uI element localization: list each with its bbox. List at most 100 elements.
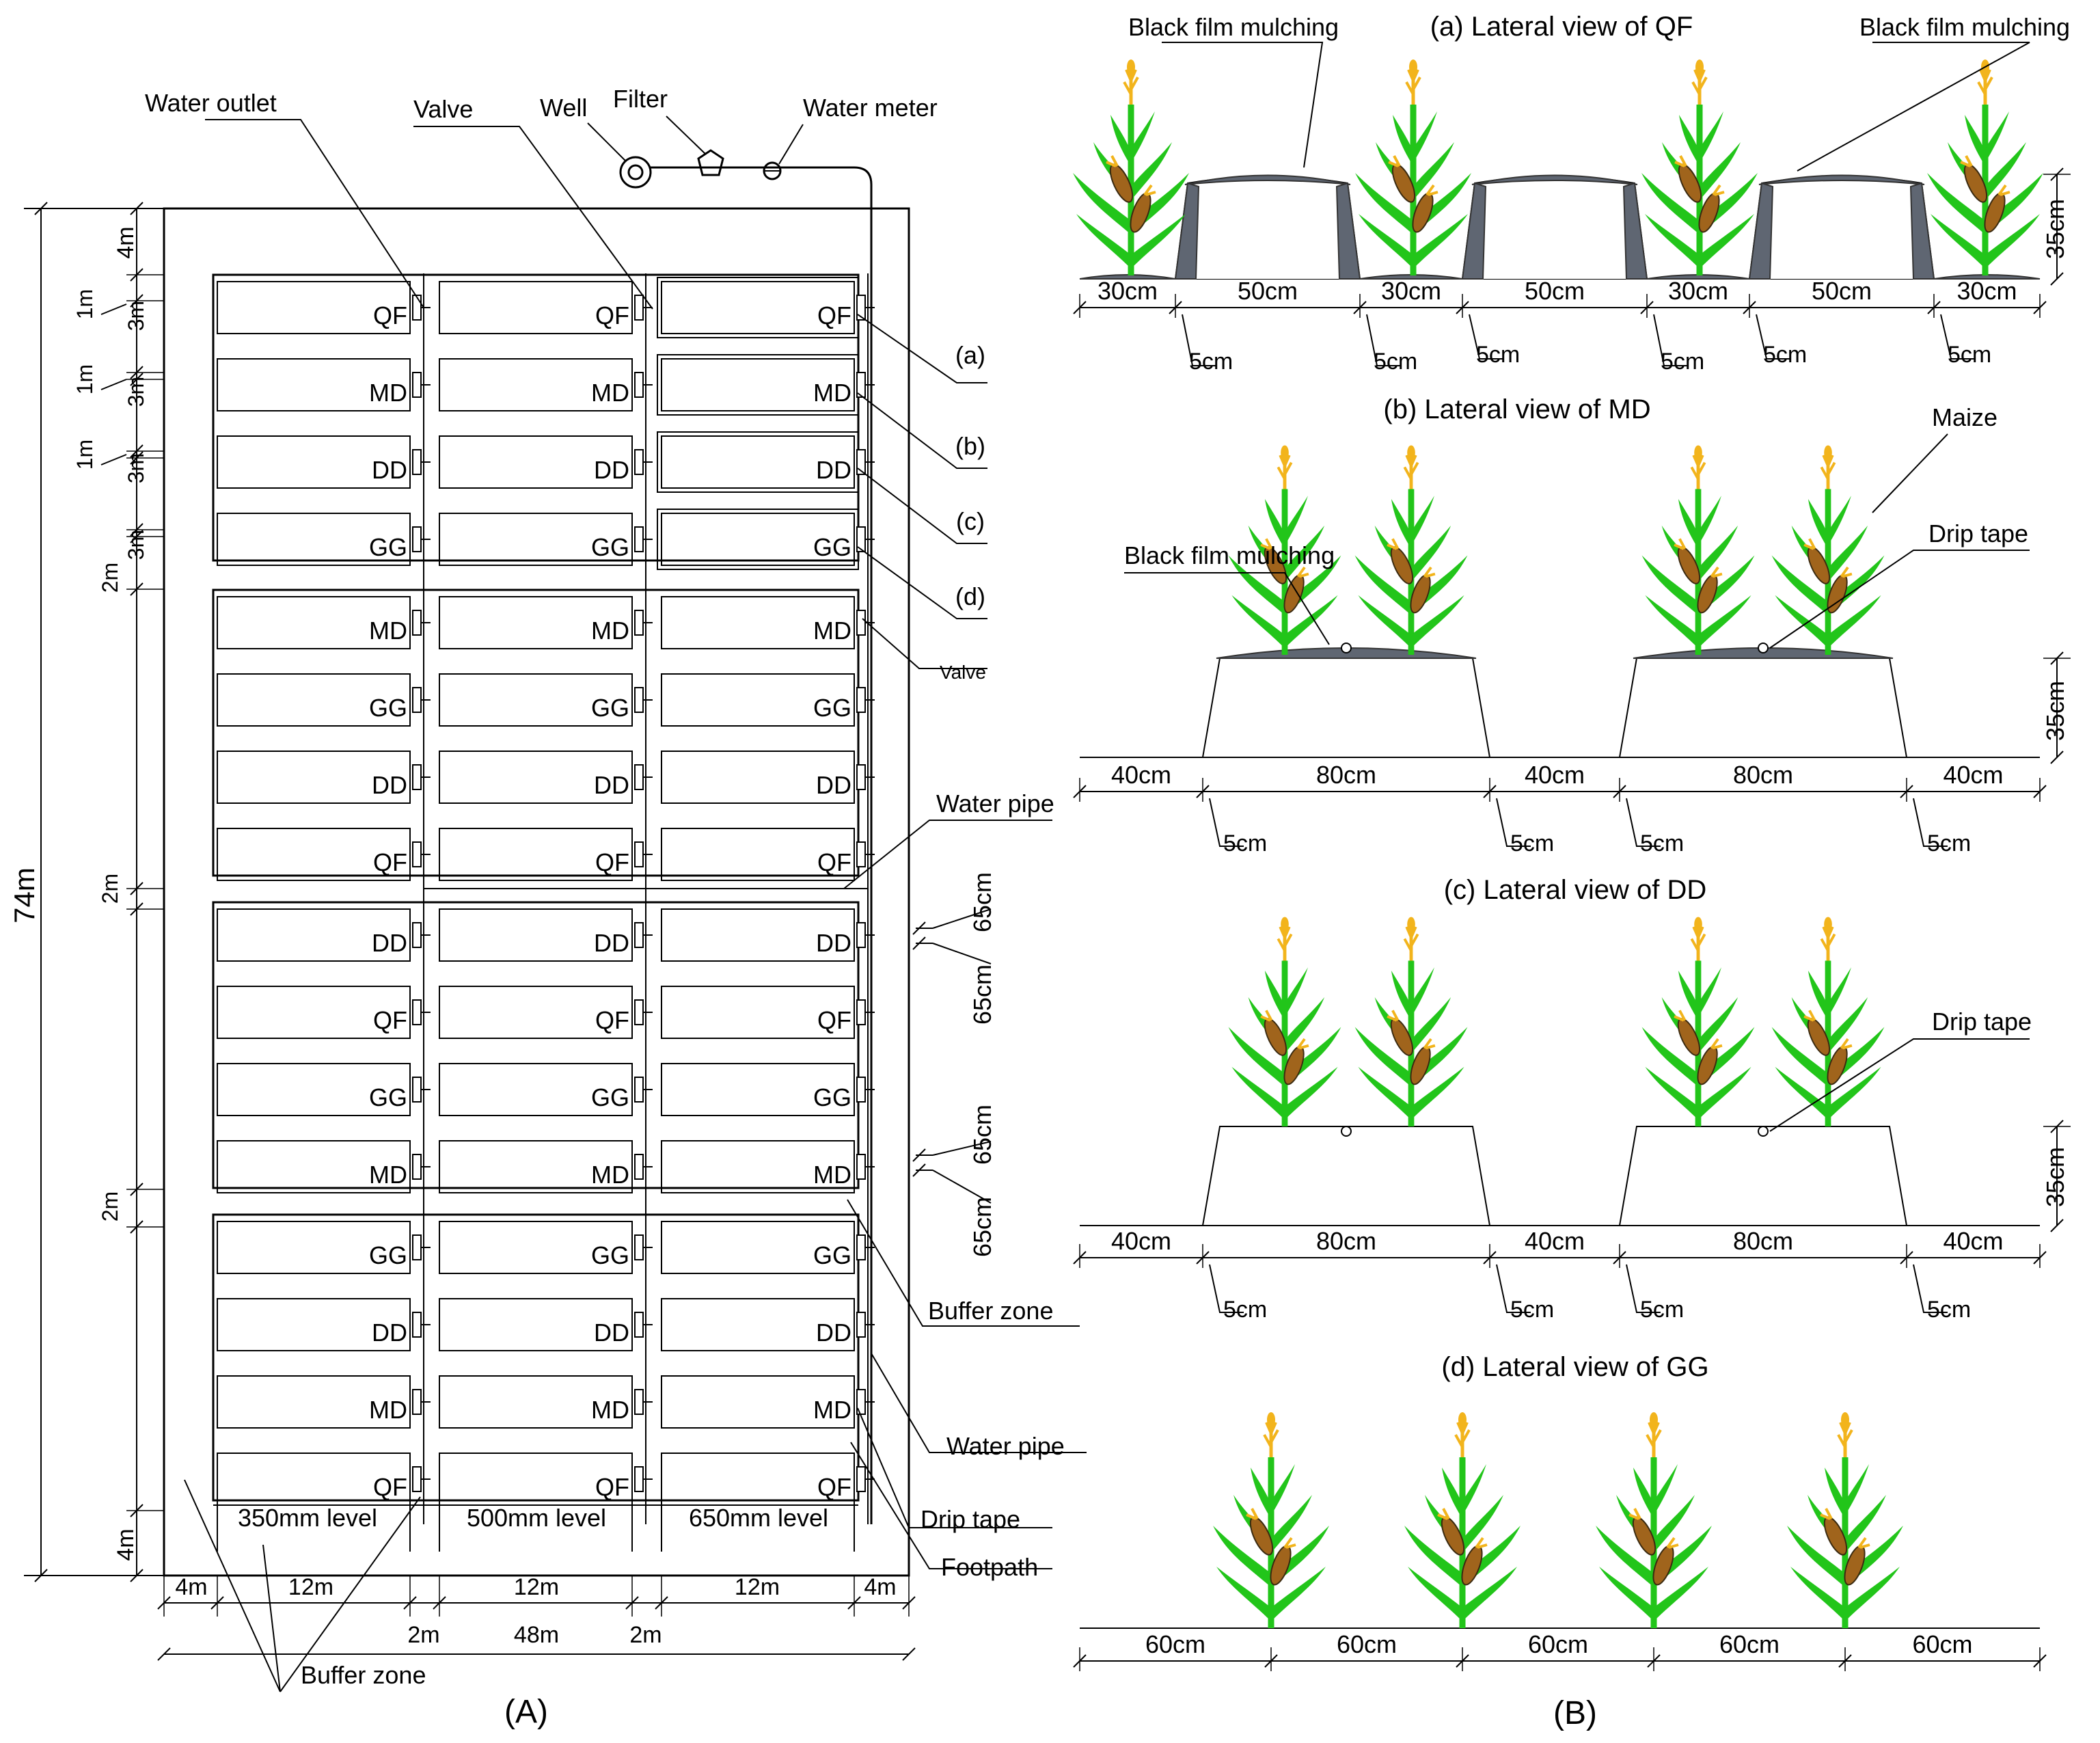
- plot: [439, 1221, 633, 1274]
- valve-icon: [634, 1466, 644, 1492]
- valve-icon: [856, 764, 866, 790]
- black-film-side: [1622, 182, 1648, 280]
- callout-label: (d): [955, 582, 985, 610]
- dim-1m: 1m: [72, 289, 97, 319]
- plot: [661, 908, 855, 962]
- drip-leader: [1769, 550, 2030, 649]
- water-pipe-leader: [871, 1353, 1087, 1453]
- black-film-side: [1174, 182, 1200, 280]
- furrow-film: [1933, 274, 2041, 280]
- valve-icon: [412, 295, 422, 321]
- maize-plant: [1073, 59, 1189, 275]
- treatment-label: QF: [817, 301, 851, 329]
- field-boundary: [163, 207, 910, 1577]
- treatment-label: DD: [594, 1319, 629, 1347]
- well-label: Well: [540, 94, 587, 122]
- drip-tape-leader: [857, 1407, 1052, 1528]
- footpath-label: Footpath: [941, 1553, 1038, 1581]
- plot: [439, 986, 633, 1039]
- dim-65cm: 65cm: [968, 1105, 996, 1165]
- maize-plant: [1213, 1412, 1329, 1628]
- maize-label: Maize: [1932, 403, 1997, 431]
- plot: [217, 751, 411, 804]
- valve-icon: [634, 999, 644, 1025]
- dim-5cm: 5cm: [1223, 1297, 1267, 1323]
- buffer-leader: [262, 1544, 281, 1692]
- callout-leader: [857, 468, 987, 544]
- treatment-label: DD: [594, 456, 629, 484]
- callout-leader: [857, 546, 987, 619]
- dim-label: 40cm: [1943, 1227, 2003, 1255]
- dim-total-height: 74m: [8, 867, 40, 923]
- valve-icon: [412, 687, 422, 713]
- treatment-label: DD: [816, 1319, 851, 1347]
- buffer-zone-label: Buffer zone: [301, 1661, 426, 1689]
- drip-leader: [1769, 1038, 2030, 1132]
- plot: [217, 435, 411, 489]
- valve-icon: [634, 1154, 644, 1180]
- panel-a-caption: (A): [504, 1694, 548, 1730]
- treatment-label: GG: [369, 533, 407, 561]
- dim-5cm: 5cm: [1763, 342, 1807, 368]
- black-film-side: [1748, 182, 1774, 280]
- dim-label: 60cm: [1528, 1630, 1588, 1658]
- plot: [439, 513, 633, 566]
- dimension-tick: [34, 1569, 48, 1582]
- drip-tape-label: Drip tape: [1932, 1008, 2032, 1036]
- plot: [217, 673, 411, 727]
- dim-label: 50cm: [1238, 277, 1298, 305]
- treatment-label: GG: [813, 1241, 851, 1269]
- maize-plant: [1641, 59, 1758, 275]
- valve-icon: [634, 1234, 644, 1260]
- valve-icon: [634, 449, 644, 475]
- maize-plant: [1355, 917, 1468, 1126]
- treatment-label: DD: [594, 929, 629, 957]
- dim-leader: [932, 943, 992, 964]
- plot: [217, 828, 411, 881]
- dim-leader: [932, 908, 992, 929]
- ridge: [1175, 176, 1361, 280]
- treatment-label: DD: [594, 771, 629, 799]
- maize-plant: [1787, 1412, 1903, 1628]
- black-film-side: [1335, 182, 1361, 280]
- drip-tape-label: Drip tape: [921, 1505, 1020, 1533]
- callout-leader: [857, 392, 987, 469]
- treatment-label: QF: [373, 1473, 407, 1501]
- valve-icon: [634, 526, 644, 552]
- dim-label: 40cm: [1525, 761, 1585, 789]
- plot: [661, 1375, 855, 1429]
- dim-leader: [1756, 314, 1790, 360]
- drip-tape-icon: [1341, 643, 1352, 653]
- valve-icon: [412, 1154, 422, 1180]
- valve-icon: [634, 841, 644, 867]
- plot: [217, 1140, 411, 1193]
- dim-label: 40cm: [1525, 1227, 1585, 1255]
- level-label: 500mm level: [467, 1504, 606, 1532]
- treatment-label: GG: [813, 694, 851, 722]
- dim-leader: [1626, 1264, 1661, 1313]
- plot: [439, 1063, 633, 1116]
- water-pipe-label: Water pipe: [946, 1432, 1065, 1460]
- panel-b-caption: (B): [1553, 1695, 1597, 1731]
- plot: [661, 1221, 855, 1274]
- valve-icon: [856, 1466, 866, 1492]
- treatment-label: GG: [369, 694, 407, 722]
- dim-2m: 2m: [98, 874, 122, 904]
- treatment-label: MD: [369, 1161, 407, 1189]
- plot: [439, 828, 633, 881]
- plot: [217, 281, 411, 334]
- dim-5cm: 5cm: [1640, 830, 1684, 856]
- maize-plant: [1229, 917, 1341, 1126]
- dim-5cm: 5cm: [1510, 1297, 1554, 1323]
- level-label: 350mm level: [238, 1504, 377, 1532]
- maize-plant: [1404, 1412, 1521, 1628]
- plot: [661, 281, 855, 334]
- callout-label: (c): [956, 507, 985, 535]
- treatment-label: GG: [369, 1083, 407, 1111]
- plot: [661, 1140, 855, 1193]
- dim-leader: [1626, 798, 1661, 847]
- dim-65cm: 65cm: [968, 872, 996, 932]
- plot: [217, 596, 411, 649]
- dim-3m: 3m: [124, 530, 148, 560]
